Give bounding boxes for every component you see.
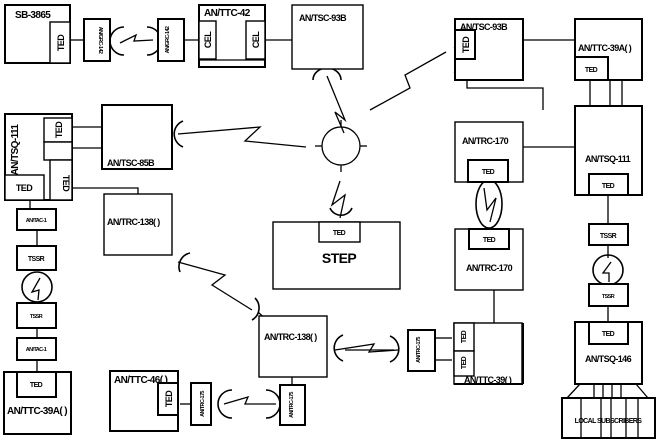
antenna-arc-icon — [251, 297, 260, 321]
node-antrc142-a: AN/GRC-142 — [83, 18, 111, 62]
node-tssr-l1: TSSR — [16, 245, 57, 271]
svg-text:TED: TED — [461, 356, 468, 369]
node-antrc175-c: AN/TRC-175 — [407, 329, 436, 372]
node-anttc46: AN/TTC-46( ) TED — [109, 370, 179, 432]
svg-text:AN/TRC-175: AN/TRC-175 — [416, 337, 422, 363]
svg-text:AN/TSC-93B: AN/TSC-93B — [299, 13, 347, 23]
svg-text:TED: TED — [16, 183, 33, 193]
node-antrc170-mid: TED AN/TRC-170 — [454, 228, 524, 291]
svg-text:TED: TED — [56, 34, 66, 51]
satellite-hub-icon — [315, 120, 367, 172]
svg-text:TED: TED — [461, 330, 468, 343]
node-antsq146: TED AN/TSQ-146 — [574, 321, 643, 385]
svg-text:TED: TED — [164, 390, 174, 407]
node-antsc85b: AN/TSC-85B — [101, 104, 173, 170]
antenna-arc-icon — [173, 120, 184, 148]
svg-text:TSSR: TSSR — [28, 256, 45, 263]
svg-text:AN/TRC-138( ): AN/TRC-138( ) — [264, 332, 317, 342]
svg-text:STEP: STEP — [322, 250, 356, 266]
node-antsc93b-right: AN/TSC-93B TED — [454, 18, 524, 81]
svg-text:SB-3865: SB-3865 — [15, 10, 51, 21]
antenna-arc-icon — [312, 67, 342, 81]
svg-text:TSSR: TSSR — [30, 314, 43, 320]
svg-text:AN/TRC-175: AN/TRC-175 — [289, 392, 295, 418]
svg-text:AN/TTC-39A( ): AN/TTC-39A( ) — [7, 406, 67, 417]
node-antsq111-right: AN/TSQ-111 TED — [574, 105, 643, 196]
node-anttc39a-top: AN/TTC-39A( ) TED — [574, 18, 643, 81]
svg-text:TED: TED — [333, 230, 346, 237]
link-circle-icon — [592, 254, 624, 286]
svg-text:CEL: CEL — [251, 31, 261, 48]
node-tssr-r2: TSSR — [588, 283, 629, 307]
node-antrc142-b: AN/GRC-142 — [157, 18, 185, 62]
node-antrc138-left: AN/TRC-138( ) — [103, 193, 173, 256]
node-antrc175-a: AN/TRC-175 — [190, 382, 212, 426]
node-step: TED STEP — [272, 221, 401, 290]
svg-text:AN/TRC-170: AN/TRC-170 — [462, 136, 509, 146]
antenna-arc-icon — [217, 389, 233, 419]
node-antac1-a: AN/TAC-1 — [16, 208, 57, 231]
antenna-arc-icon — [329, 207, 353, 216]
svg-text:AN/GRC-142: AN/GRC-142 — [97, 27, 103, 54]
link-circle-icon — [21, 271, 53, 303]
node-antrc170-top: AN/TRC-170 TED — [454, 121, 524, 183]
svg-text:TED: TED — [482, 169, 495, 176]
svg-text:AN/TRC-138( ): AN/TRC-138( ) — [107, 217, 160, 227]
svg-text:AN/TRC-170: AN/TRC-170 — [466, 263, 513, 273]
svg-text:AN/TSC-93B: AN/TSC-93B — [460, 22, 508, 32]
svg-text:TED: TED — [483, 237, 496, 244]
svg-text:AN/TTC-42: AN/TTC-42 — [204, 8, 251, 19]
node-anttc42: AN/TTC-42 CEL CEL — [198, 4, 266, 68]
node-tssr-r1: TSSR — [588, 223, 629, 246]
svg-text:AN/TTC-39( ): AN/TTC-39( ) — [464, 375, 512, 385]
antenna-arc-icon — [333, 334, 344, 362]
svg-text:TSSR: TSSR — [600, 233, 617, 240]
svg-text:TED: TED — [461, 36, 471, 53]
svg-text:AN/TTC-39A( ): AN/TTC-39A( ) — [578, 43, 632, 53]
svg-text:AN/TAC-1: AN/TAC-1 — [26, 347, 47, 353]
svg-text:TED: TED — [61, 175, 71, 192]
antenna-arc-icon — [109, 26, 125, 56]
svg-text:AN/TSQ-111: AN/TSQ-111 — [10, 124, 21, 176]
svg-text:AN/TSQ-146: AN/TSQ-146 — [585, 354, 632, 364]
svg-text:AN/TSQ-111: AN/TSQ-111 — [585, 154, 631, 164]
antenna-arc-icon — [389, 335, 400, 363]
node-antsq111-left: AN/TSQ-111 TED TED TED — [4, 113, 73, 201]
node-antac1-b: AN/TAC-1 — [16, 337, 57, 361]
node-sb3865: SB-3865 TED — [4, 4, 71, 64]
svg-text:LOCAL SUBSCRIBERS: LOCAL SUBSCRIBERS — [575, 418, 643, 425]
svg-text:AN/TAC-1: AN/TAC-1 — [26, 218, 47, 224]
node-antrc138-center: AN/TRC-138( ) — [258, 315, 328, 378]
svg-text:AN/TTC-46( ): AN/TTC-46( ) — [114, 375, 168, 386]
node-tssr-l2: TSSR — [16, 302, 57, 329]
node-anttc39-right: TED TED AN/TTC-39( ) — [453, 322, 524, 385]
node-antrc175-b: AN/TRC-175 — [279, 384, 306, 426]
svg-text:TED: TED — [54, 121, 64, 138]
svg-text:AN/TRC-175: AN/TRC-175 — [200, 391, 206, 417]
svg-text:TSSR: TSSR — [602, 294, 615, 300]
svg-text:CEL: CEL — [203, 31, 213, 48]
svg-text:TED: TED — [30, 382, 43, 389]
svg-text:TED: TED — [602, 183, 615, 190]
node-antsc93b-top: AN/TSC-93B — [291, 4, 364, 70]
svg-text:TED: TED — [602, 331, 615, 338]
svg-text:TED: TED — [585, 67, 598, 74]
antenna-arc-icon — [178, 252, 191, 273]
link-oval-icon — [475, 179, 503, 229]
svg-text:AN/TSC-85B: AN/TSC-85B — [107, 158, 155, 168]
local-subscribers: LOCAL SUBSCRIBERS — [561, 383, 656, 439]
radio-links — [21, 26, 624, 419]
svg-text:AN/GRC-142: AN/GRC-142 — [165, 26, 171, 53]
node-anttc39a-bottom: TED AN/TTC-39A( ) — [3, 371, 72, 435]
